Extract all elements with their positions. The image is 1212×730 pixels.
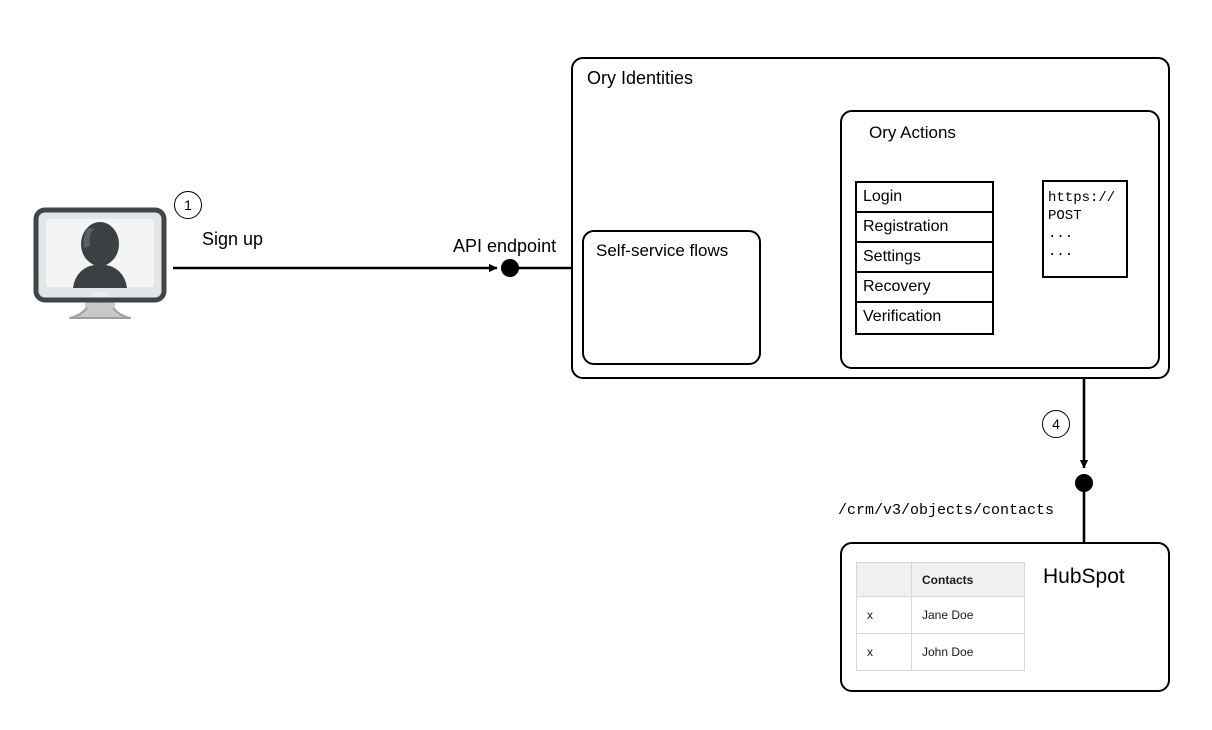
api-endpoint-dot	[501, 259, 519, 277]
table-header-row: Contacts	[856, 562, 1025, 597]
webhook-box	[1042, 180, 1128, 278]
table-row[interactable]: x John Doe	[856, 633, 1025, 671]
monitor-user-icon	[33, 207, 167, 319]
webhook-text: https:// POST ... ...	[1048, 190, 1116, 260]
flow-item-verification[interactable]: Verification	[857, 303, 992, 333]
self-service-flows-box	[582, 230, 761, 365]
hubspot-title: HubSpot	[1043, 565, 1125, 588]
row-mark: x	[856, 596, 912, 634]
step-circle-4: 4	[1042, 410, 1070, 438]
sign-up-label: Sign up	[202, 229, 264, 249]
flow-item-registration[interactable]: Registration	[857, 213, 992, 243]
ory-identities-title: Ory Identities	[587, 68, 694, 88]
row-contact-name: John Doe	[911, 633, 1025, 671]
step-circle-1: 1	[174, 191, 202, 219]
table-header-blank	[856, 562, 912, 597]
flow-item-settings[interactable]: Settings	[857, 243, 992, 273]
ory-actions-flow-list: Login Registration Settings Recovery Ver…	[855, 181, 994, 335]
row-contact-name: Jane Doe	[911, 596, 1025, 634]
crm-path-label: /crm/v3/objects/contacts	[838, 502, 1055, 519]
row-mark: x	[856, 633, 912, 671]
table-row[interactable]: x Jane Doe	[856, 596, 1025, 634]
table-header-contacts: Contacts	[911, 562, 1025, 597]
flow-item-recovery[interactable]: Recovery	[857, 273, 992, 303]
hubspot-contacts-table: Contacts x Jane Doe x John Doe	[856, 562, 1025, 671]
self-service-flows-title: Self-service flows	[596, 241, 729, 260]
flow-item-login[interactable]: Login	[857, 183, 992, 213]
api-endpoint-label: API endpoint	[453, 236, 557, 256]
ory-actions-title: Ory Actions	[869, 123, 956, 142]
